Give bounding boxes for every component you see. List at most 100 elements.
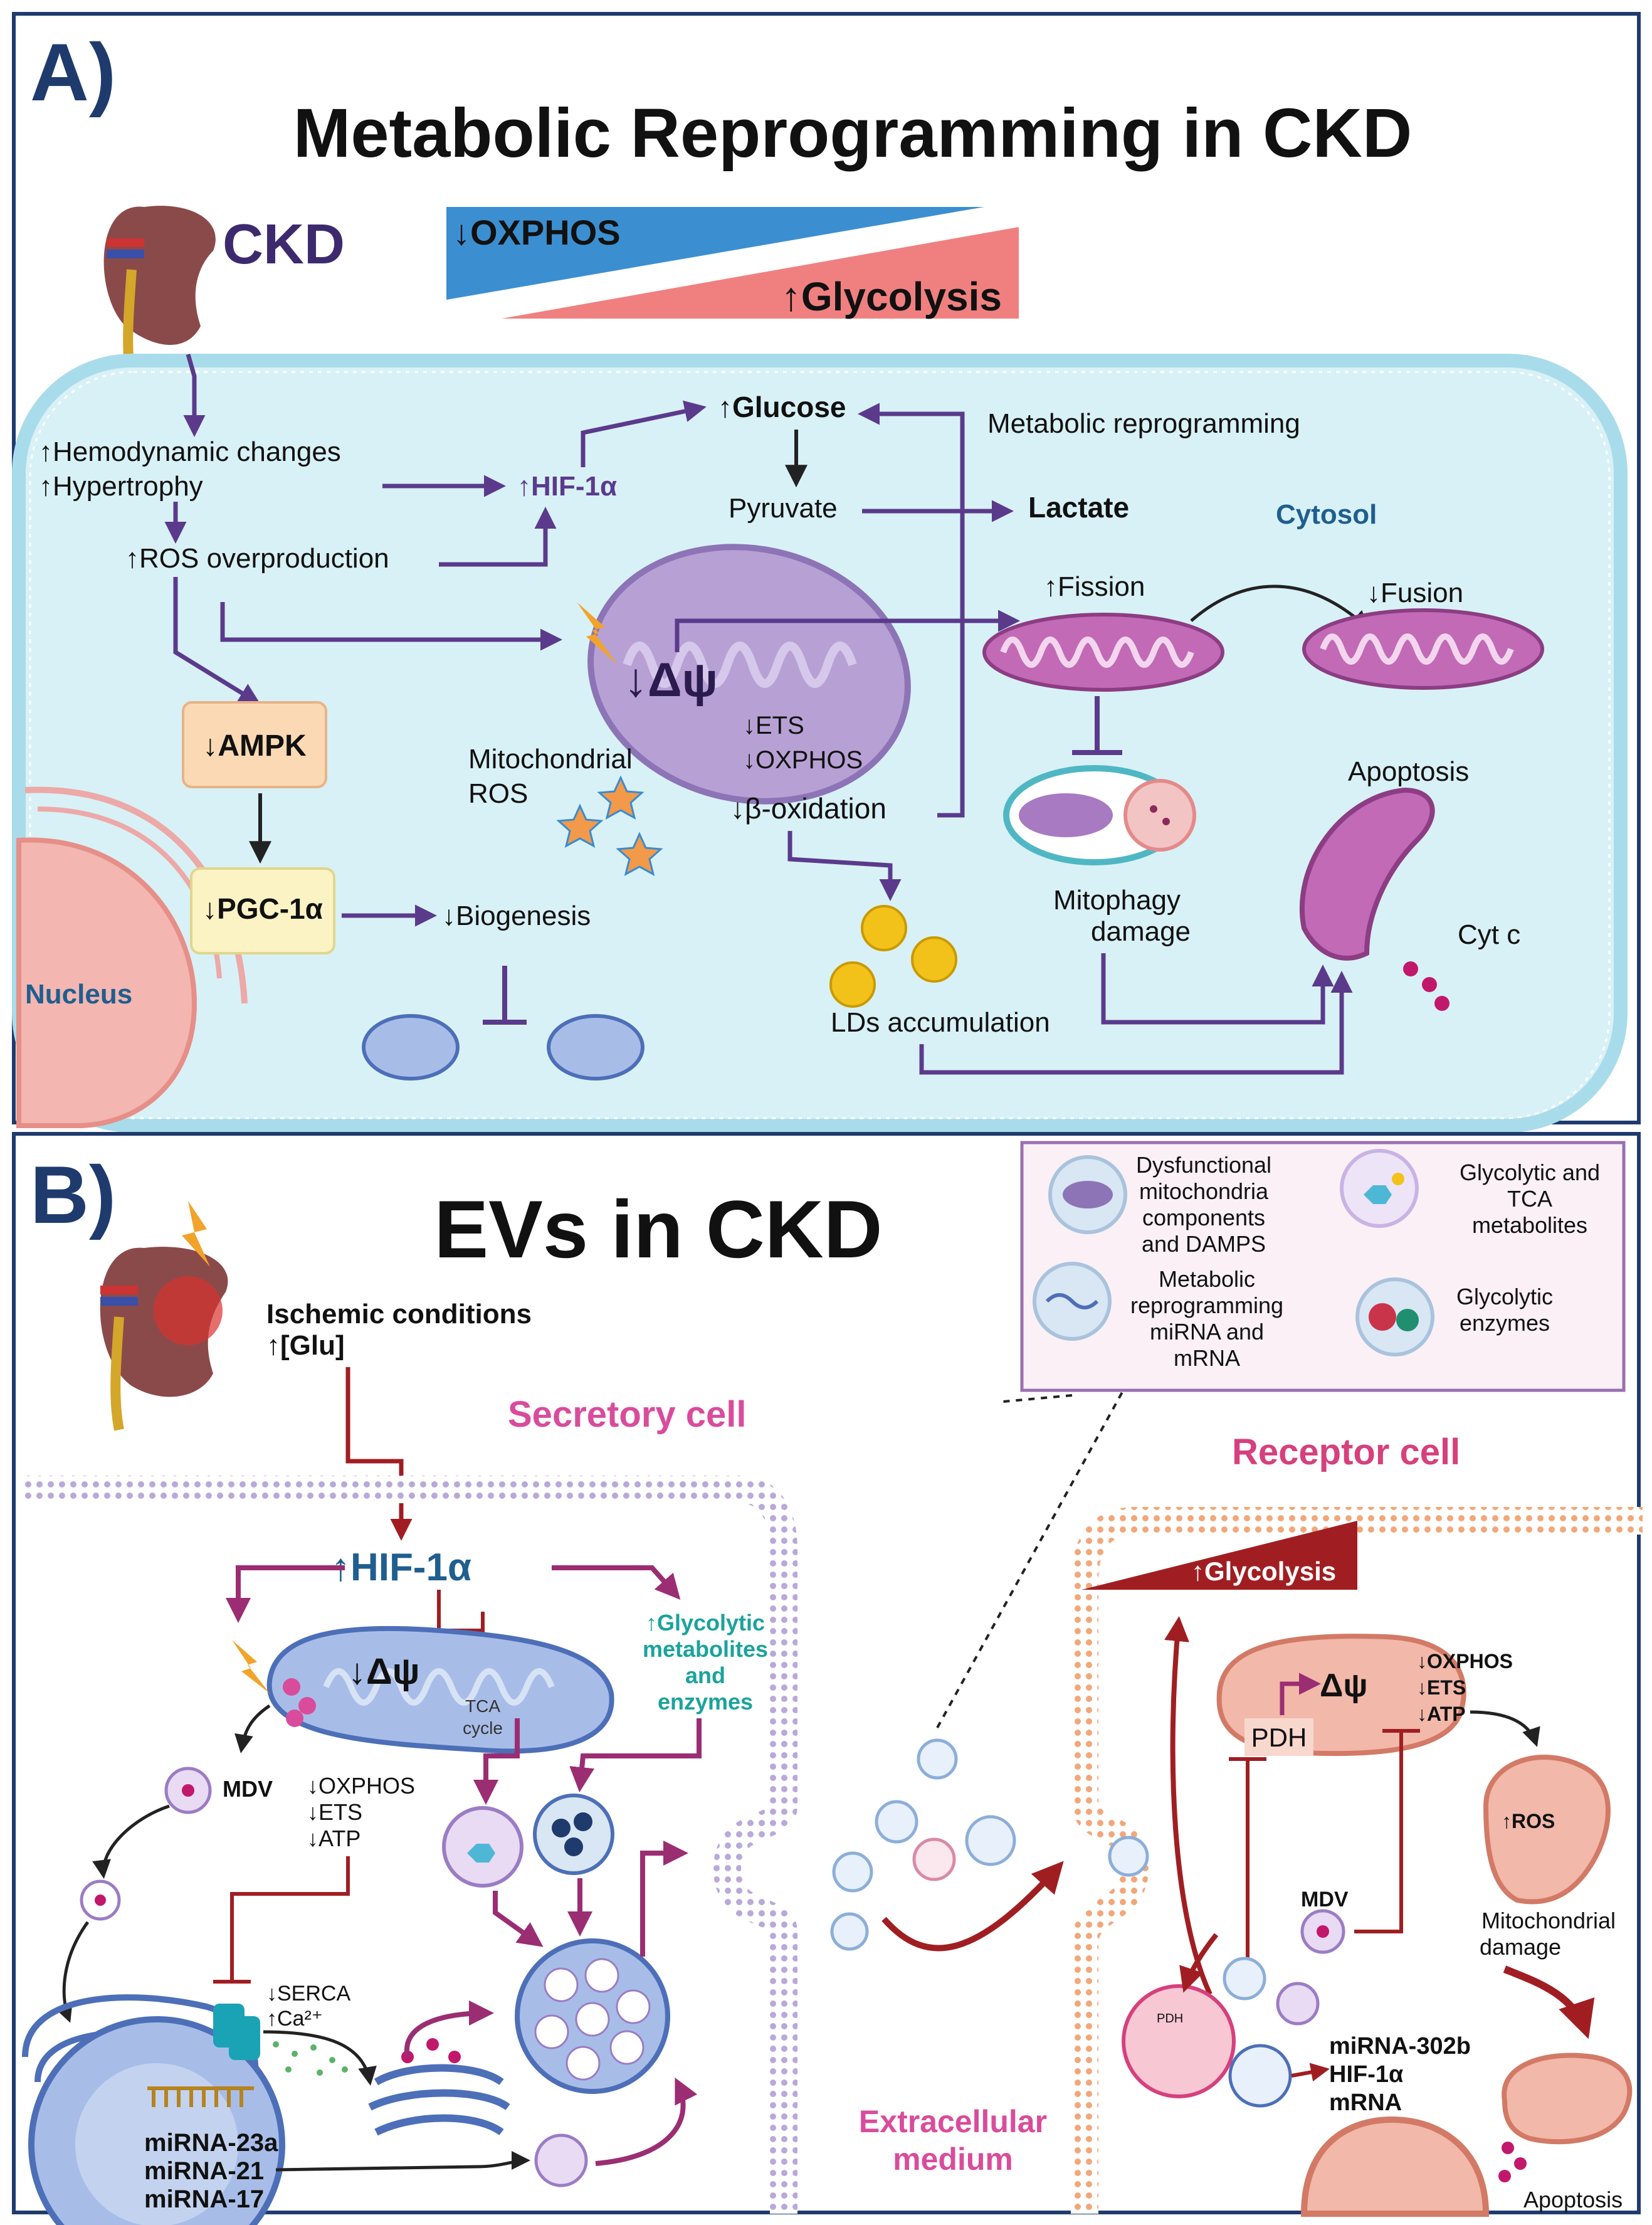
arrow-ros-to-ampk <box>173 577 261 705</box>
glycolysis-wedge-label: ↑Glycolysis <box>781 274 1002 319</box>
legend-text-1a: Dysfunctional <box>1136 1152 1271 1178</box>
mirna-302b-label: miRNA-302b <box>1329 2033 1471 2059</box>
arrow-damage-to-apoptosis <box>1503 1965 1595 2039</box>
calcium-dots <box>273 2041 348 2076</box>
ets-label: ↓ETS <box>743 712 804 739</box>
legend-text-1b: mitochondria <box>1139 1178 1269 1204</box>
extracellular-vesicles <box>830 1738 1149 1951</box>
arrow-fission-to-fusion <box>1190 584 1370 630</box>
mdv-vesicle-left-2-core <box>95 1895 106 1906</box>
oxphos-wedge <box>446 207 984 300</box>
arrow-ckd-to-hemodynamic <box>183 354 206 437</box>
apoptosis-label-a: Apoptosis <box>1348 756 1469 787</box>
atp-label-b: ↓ATP <box>307 1826 360 1851</box>
cell-membrane-inner <box>29 371 1611 1119</box>
legend-text-1d: and DAMPS <box>1142 1231 1266 1257</box>
arrow-ros-to-hif <box>439 507 557 567</box>
pdh-box <box>1244 1718 1313 1756</box>
mdv-left-label: MDV <box>223 1776 273 1802</box>
arrow-receptor-to-glycolysis <box>1164 1616 1213 1995</box>
arrow-glycolytic-to-enzyme-vesicle <box>569 1718 702 1792</box>
extracellular-label-1: Extracellular <box>859 2104 1047 2139</box>
biogenesis-label: ↓Biogenesis <box>442 901 591 931</box>
inhibition-atp-serca <box>213 1856 350 1984</box>
mirna-21-label: miRNA-21 <box>144 2157 264 2185</box>
ampk-box <box>182 701 327 788</box>
hypertrophy-label: ↑Hypertrophy <box>39 471 203 502</box>
pdh-small-label: PDH <box>1157 2012 1183 2026</box>
receptor-membrane <box>1071 1507 1643 2214</box>
arrow-mito-to-fission <box>675 610 1020 652</box>
tca-label-1: TCA <box>465 1696 500 1716</box>
receptor-glycolysis-wedge <box>1081 1521 1357 1590</box>
mvb-internal-vesicles <box>534 1958 651 2081</box>
extracellular-label-2: medium <box>893 2142 1013 2177</box>
legend-text-2b: TCA <box>1507 1186 1552 1212</box>
golgi-apparatus <box>368 2064 510 2136</box>
oxphos-wedge-label: ↓OXPHOS <box>453 213 621 252</box>
receptor-atp: ↓ATP <box>1417 1703 1466 1725</box>
legend-item-rna-icon <box>1033 1262 1112 1341</box>
pgc-box <box>190 867 335 954</box>
mito-damage-label-1: Mitochondrial <box>1481 1908 1616 1933</box>
mitophagy-label-2: damage <box>1091 916 1191 947</box>
mitophagy-label-1: Mitophagy <box>1053 885 1181 916</box>
legend-text-2a: Glycolytic and <box>1460 1160 1600 1185</box>
arrow-mirna-to-vesicle <box>275 2151 530 2172</box>
apoptotic-mito-icon <box>1299 787 1435 961</box>
mirna-23a-label: miRNA-23a <box>144 2129 278 2157</box>
pgc-label: ↓PGC-1α <box>203 892 323 925</box>
secretory-delta-psi: ↓Δψ <box>348 1651 419 1692</box>
hemodynamic-label: ↑Hemodynamic changes <box>39 436 341 467</box>
arrow-hif-to-glycolytic <box>552 1565 681 1600</box>
lactate-label: Lactate <box>1028 491 1129 524</box>
receptor-delta-psi: Δψ <box>1320 1667 1368 1704</box>
fission-mito-icon <box>982 613 1224 692</box>
lipid-droplet-icons <box>829 905 957 1008</box>
arrow-lds-to-apoptosis <box>919 971 1353 1075</box>
tca-label-2: cycle <box>463 1718 503 1738</box>
mirna-17-label: miRNA-17 <box>144 2185 264 2213</box>
legend-text-4b: enzymes <box>1460 1310 1550 1336</box>
arrow-mitophagy-to-apoptosis <box>1101 953 1334 1025</box>
receptor-glycolysis-label: ↑Glycolysis <box>1191 1556 1336 1586</box>
fusion-label: ↓Fusion <box>1367 578 1463 608</box>
ckd-label: CKD <box>223 213 345 276</box>
serca-label: ↓SERCA <box>266 1982 350 2006</box>
receptor-cell-label: Receptor cell <box>1232 1432 1460 1472</box>
receptor-ets: ↓ETS <box>1417 1676 1466 1699</box>
mito-ros-label-1: Mitochondrial <box>468 744 633 774</box>
secretory-hif-label: ↑HIF-1α <box>331 1546 471 1589</box>
arrow-ca-to-golgi <box>263 2030 377 2086</box>
arrow-to-receptor-mvb <box>1179 1933 1219 1993</box>
ets-label-b: ↓ETS <box>307 1799 362 1825</box>
endoplasmic-reticulum <box>22 1994 285 2225</box>
glucose-label: ↑Glucose <box>718 391 846 423</box>
cytc-label: Cyt c <box>1458 919 1520 950</box>
panel-a-letter: A) <box>30 26 116 118</box>
receptor-oxphos: ↓OXPHOS <box>1417 1650 1513 1673</box>
ampk-label: ↓AMPK <box>203 729 307 763</box>
hif-mrna-label-1: HIF-1α <box>1329 2061 1403 2088</box>
arrow-pdh-to-psi <box>1280 1673 1321 1715</box>
legend-text-3b: reprogramming <box>1130 1292 1283 1318</box>
receptor-rna-vesicle <box>1228 2044 1292 2108</box>
glycolytic-label-4: enzymes <box>658 1689 753 1715</box>
mito-damage-label-2: damage <box>1480 1934 1561 1960</box>
arrow-mito-to-mdv <box>234 1704 271 1753</box>
panel-a-title: Metabolic Reprogramming in CKD <box>293 95 1413 172</box>
apoptotic-mito-right-icon <box>1502 2053 1633 2145</box>
mirna-vesicle <box>534 2133 588 2187</box>
receptor-mvb <box>1122 1984 1236 2098</box>
receptor-vesicle-2 <box>1276 1982 1320 2026</box>
legend-item-mito-icon <box>1048 1155 1127 1234</box>
legend-text-3d: mRNA <box>1174 1345 1240 1371</box>
arrow-hif-to-glucose <box>581 400 707 467</box>
legend-text-3a: Metabolic <box>1159 1266 1255 1292</box>
cytosol-label: Cytosol <box>1276 499 1377 530</box>
cytc-dots <box>1403 961 1449 1011</box>
ca-label: ↑Ca²⁺ <box>266 2007 323 2031</box>
enzyme-vesicle-icon <box>552 1812 592 1856</box>
arrow-golgi-to-mvb <box>404 2000 494 2058</box>
